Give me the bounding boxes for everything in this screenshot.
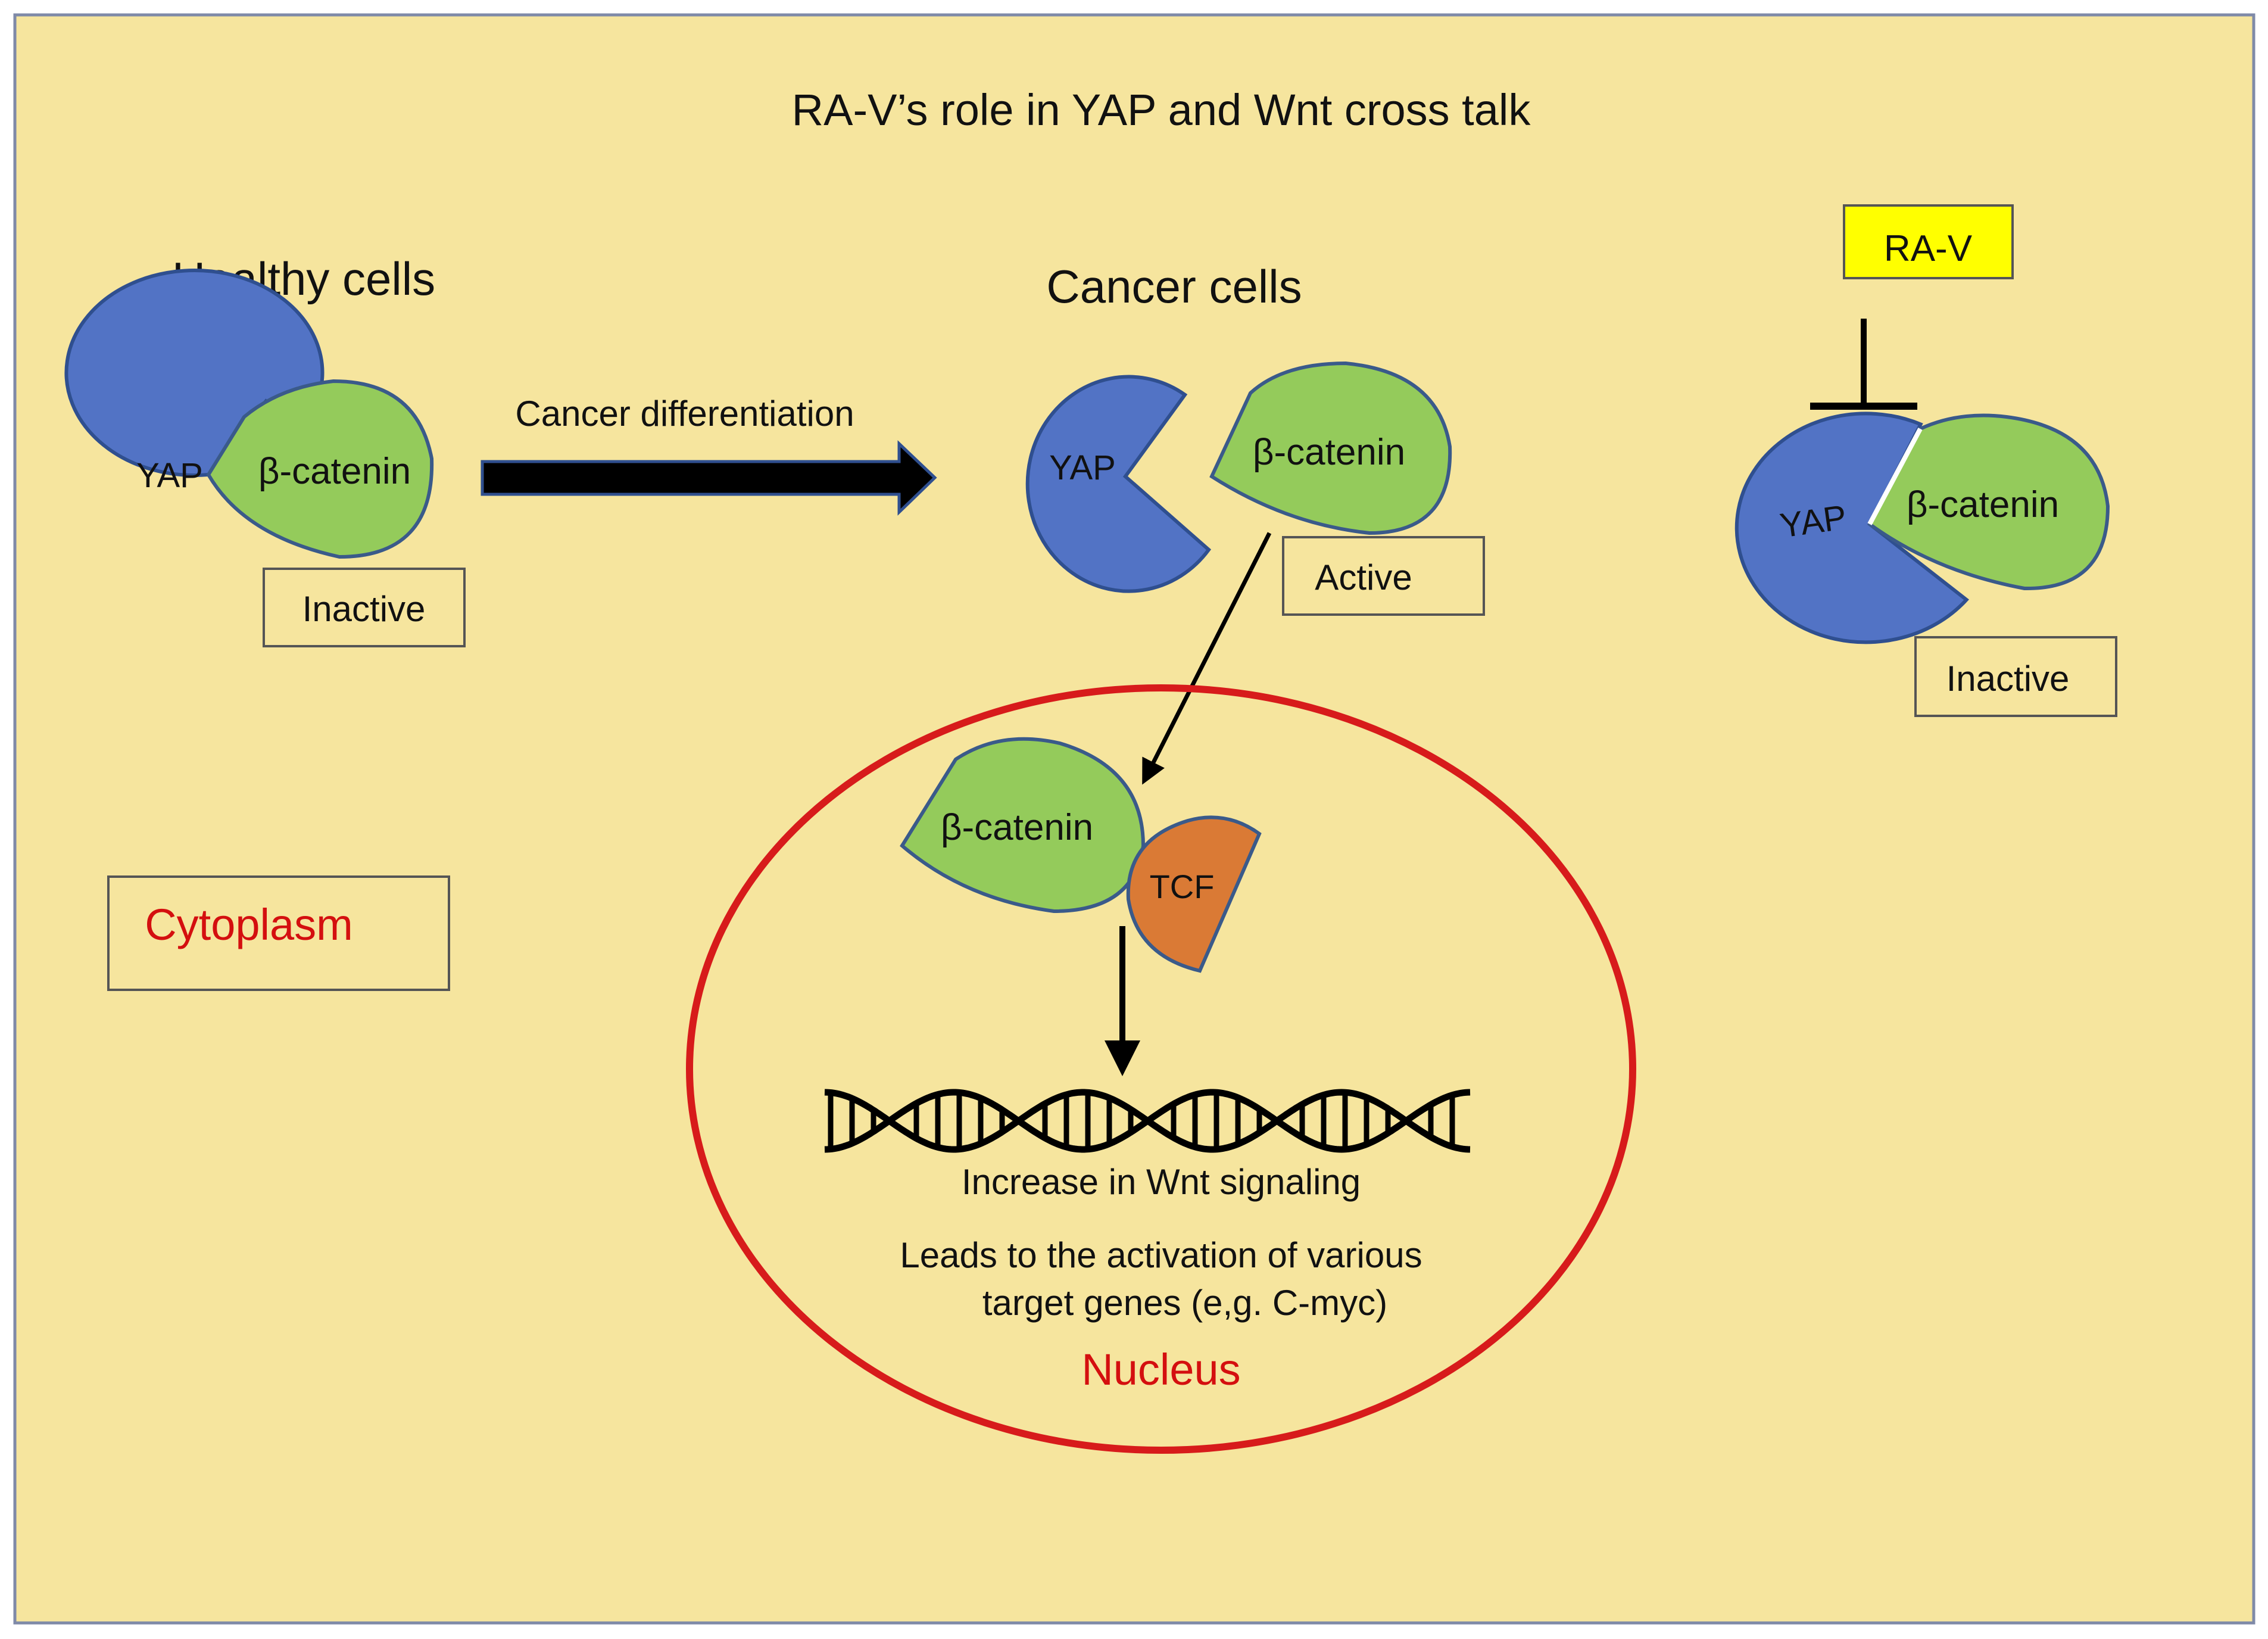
healthy-state-box [263,568,466,647]
treated-state-label: Inactive [1946,659,2070,699]
wnt-signal-text: Increase in Wnt signaling [962,1162,1361,1202]
outcome-text-line-2: target genes (e,g. C-myc) [982,1283,1387,1323]
treated-beta-catenin-gap [1867,428,1923,525]
treated-state-box [1914,636,2117,717]
dna-helix-icon [824,1089,1471,1153]
treated-yap-shape [1734,412,1970,644]
cancer-cells-heading: Cancer cells [1046,260,1302,313]
cancer-state-label: Active [1315,557,1412,597]
nucleus-label: Nucleus [1081,1345,1240,1394]
cytoplasm-box [107,875,450,991]
tcf-label: TCF [1150,868,1215,905]
diagram-title: RA-V’s role in YAP and Wnt cross talk [792,85,1531,135]
outcome-text-line-1: Leads to the activation of various [900,1235,1422,1275]
healthy-yap-label: YAP [136,456,203,495]
nuclear-translocation-arrow [1142,532,1272,785]
transition-label: Cancer differentiation [515,394,854,434]
tcf-shape [1126,815,1262,973]
ra-v-box [1843,204,2014,279]
healthy-beta-catenin-shape [206,379,434,559]
treated-beta-catenin-shape [1867,413,2110,591]
cancer-yap-pacman [1025,375,1212,593]
healthy-state-label: Inactive [302,589,426,629]
healthy-beta-catenin-label: β-catenin [258,451,411,492]
cancer-beta-catenin-label: β-catenin [1253,432,1405,473]
transition-arrow [481,440,937,516]
cancer-beta-catenin-shape [1209,361,1452,535]
treated-yap-label: YAP [1777,498,1849,546]
nucleus-beta-catenin-label: β-catenin [941,807,1093,848]
cancer-yap-label: YAP [1049,448,1116,487]
cytoplasm-label: Cytoplasm [145,900,353,949]
ra-v-label: RA-V [1884,228,1973,269]
nucleus-membrane [686,684,1636,1454]
cancer-state-box [1282,536,1485,616]
treated-beta-catenin-label: β-catenin [1907,484,2059,525]
healthy-yap-shape [64,269,325,478]
